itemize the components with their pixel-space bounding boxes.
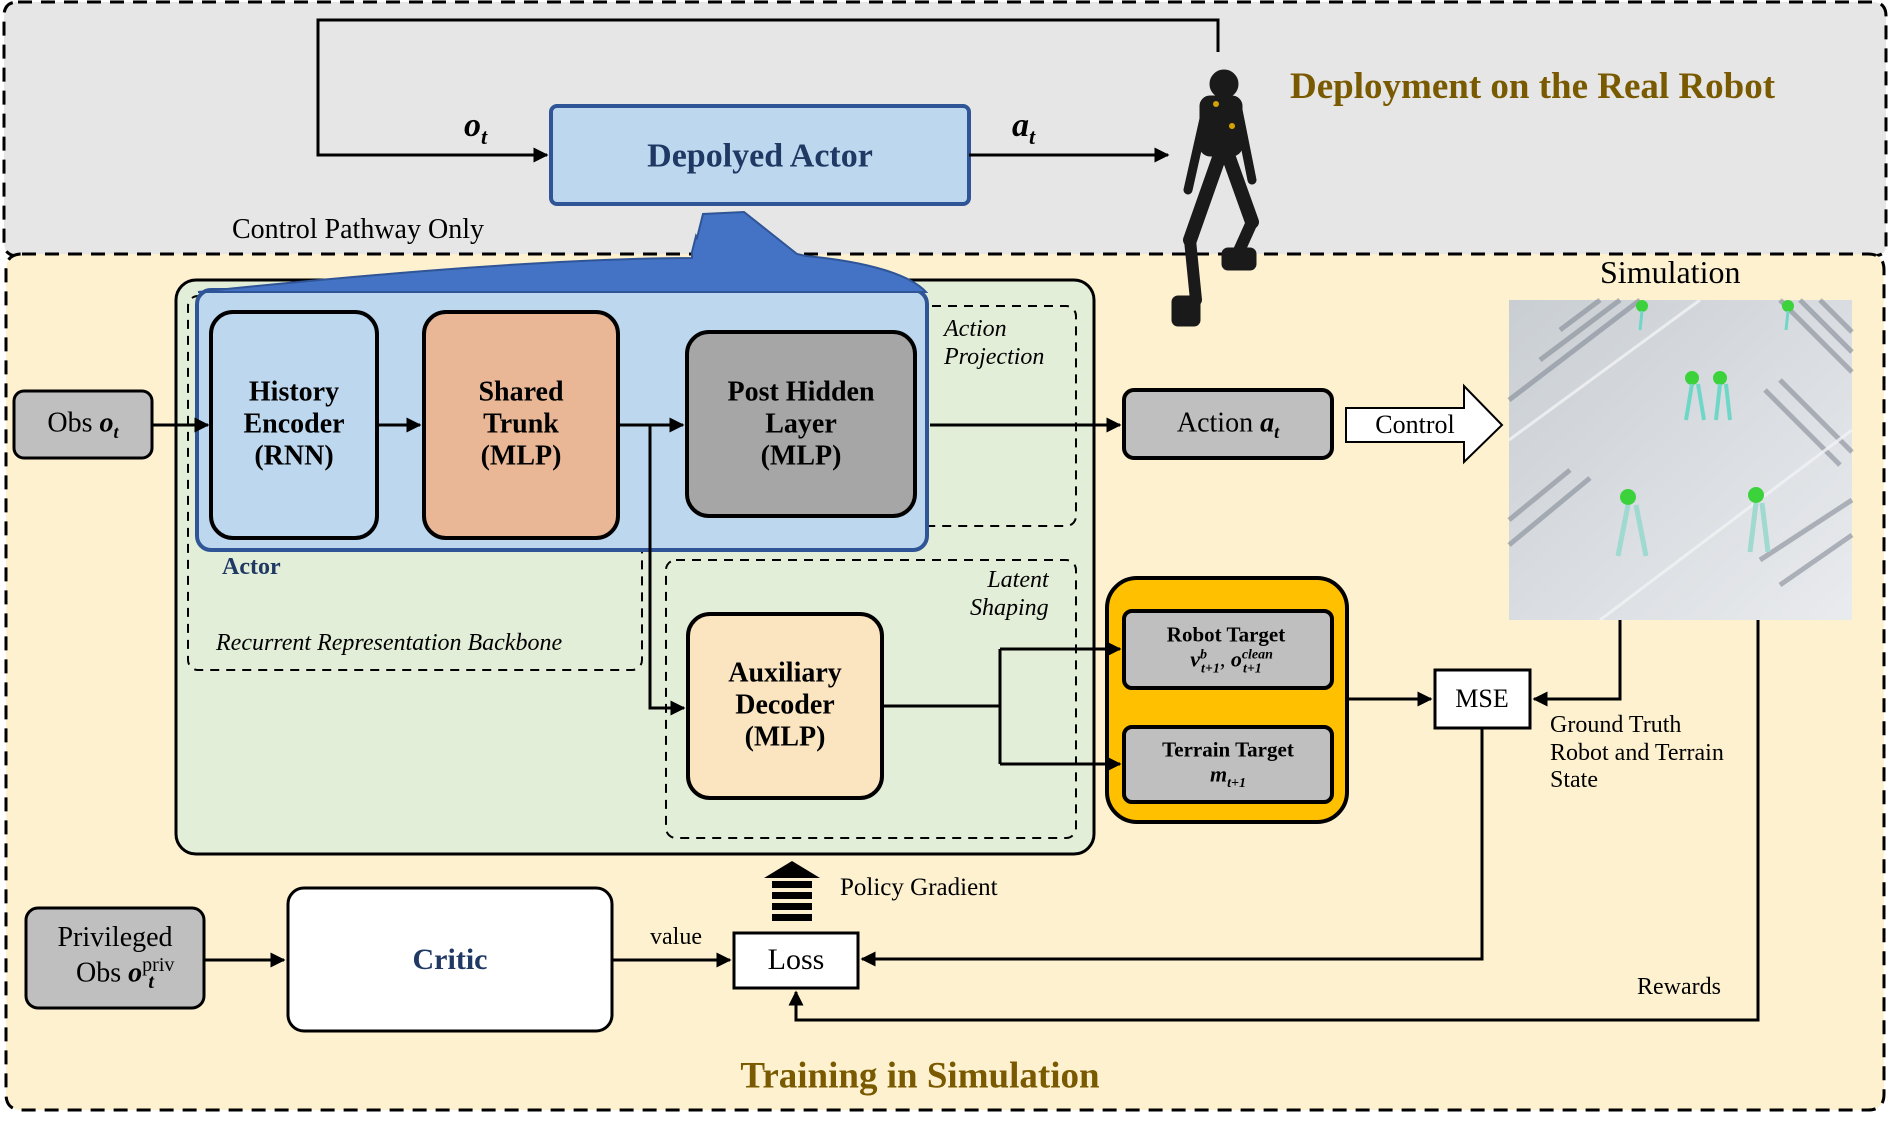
critic-label: Critic (412, 942, 488, 976)
backbone-label: Recurrent Representation Backbone (216, 630, 563, 656)
privileged-obs-box (24, 906, 206, 1010)
deployment-title: Deployment on the Real Robot (1290, 66, 1776, 107)
policy-gradient-label: Policy Gradient (840, 874, 998, 901)
action-box (1122, 388, 1334, 460)
deploy-obs-symbol: ot (464, 107, 488, 149)
mse-label: MSE (1455, 684, 1509, 714)
latent-shaping-dashed-box (665, 559, 1077, 839)
loss-box (732, 931, 860, 990)
robot-target-box (1122, 609, 1334, 690)
training-title: Training in Simulation (740, 1055, 1100, 1097)
real-robot-illustration (1171, 69, 1259, 327)
terrain-target-label: Terrain Target mt+1 (1162, 737, 1294, 792)
flow-lines (152, 417, 1760, 1022)
simulation-render (1507, 298, 1854, 622)
post-hidden-box (685, 330, 917, 518)
terrain-target-box (1122, 725, 1334, 804)
deploy-action-symbol: at (1012, 107, 1036, 149)
value-label: value (650, 924, 702, 950)
control-label: Control (1375, 410, 1455, 440)
feedback-loop-line (316, 18, 1220, 163)
privileged-obs-label: Privileged Obs oprivt (57, 921, 175, 994)
robot-target-label: Robot Target vbt+1, ocleant+1 (1166, 622, 1286, 677)
deployed-actor-label: Depolyed Actor (647, 137, 873, 175)
sim-robots (1615, 300, 1794, 557)
action-label: Action at (1176, 407, 1280, 442)
rewards-label: Rewards (1637, 974, 1721, 1000)
policy-gradient-arrow (764, 861, 820, 921)
control-pathway-note: Control Pathway Only (232, 214, 484, 245)
control-hollow-arrow (1345, 383, 1504, 465)
actor-deploy-arrow (197, 210, 929, 293)
simulation-label: Simulation (1600, 254, 1741, 290)
obs-label: Obs ot (47, 407, 119, 442)
loss-label: Loss (767, 942, 825, 976)
actor-tag: Actor (222, 554, 281, 580)
